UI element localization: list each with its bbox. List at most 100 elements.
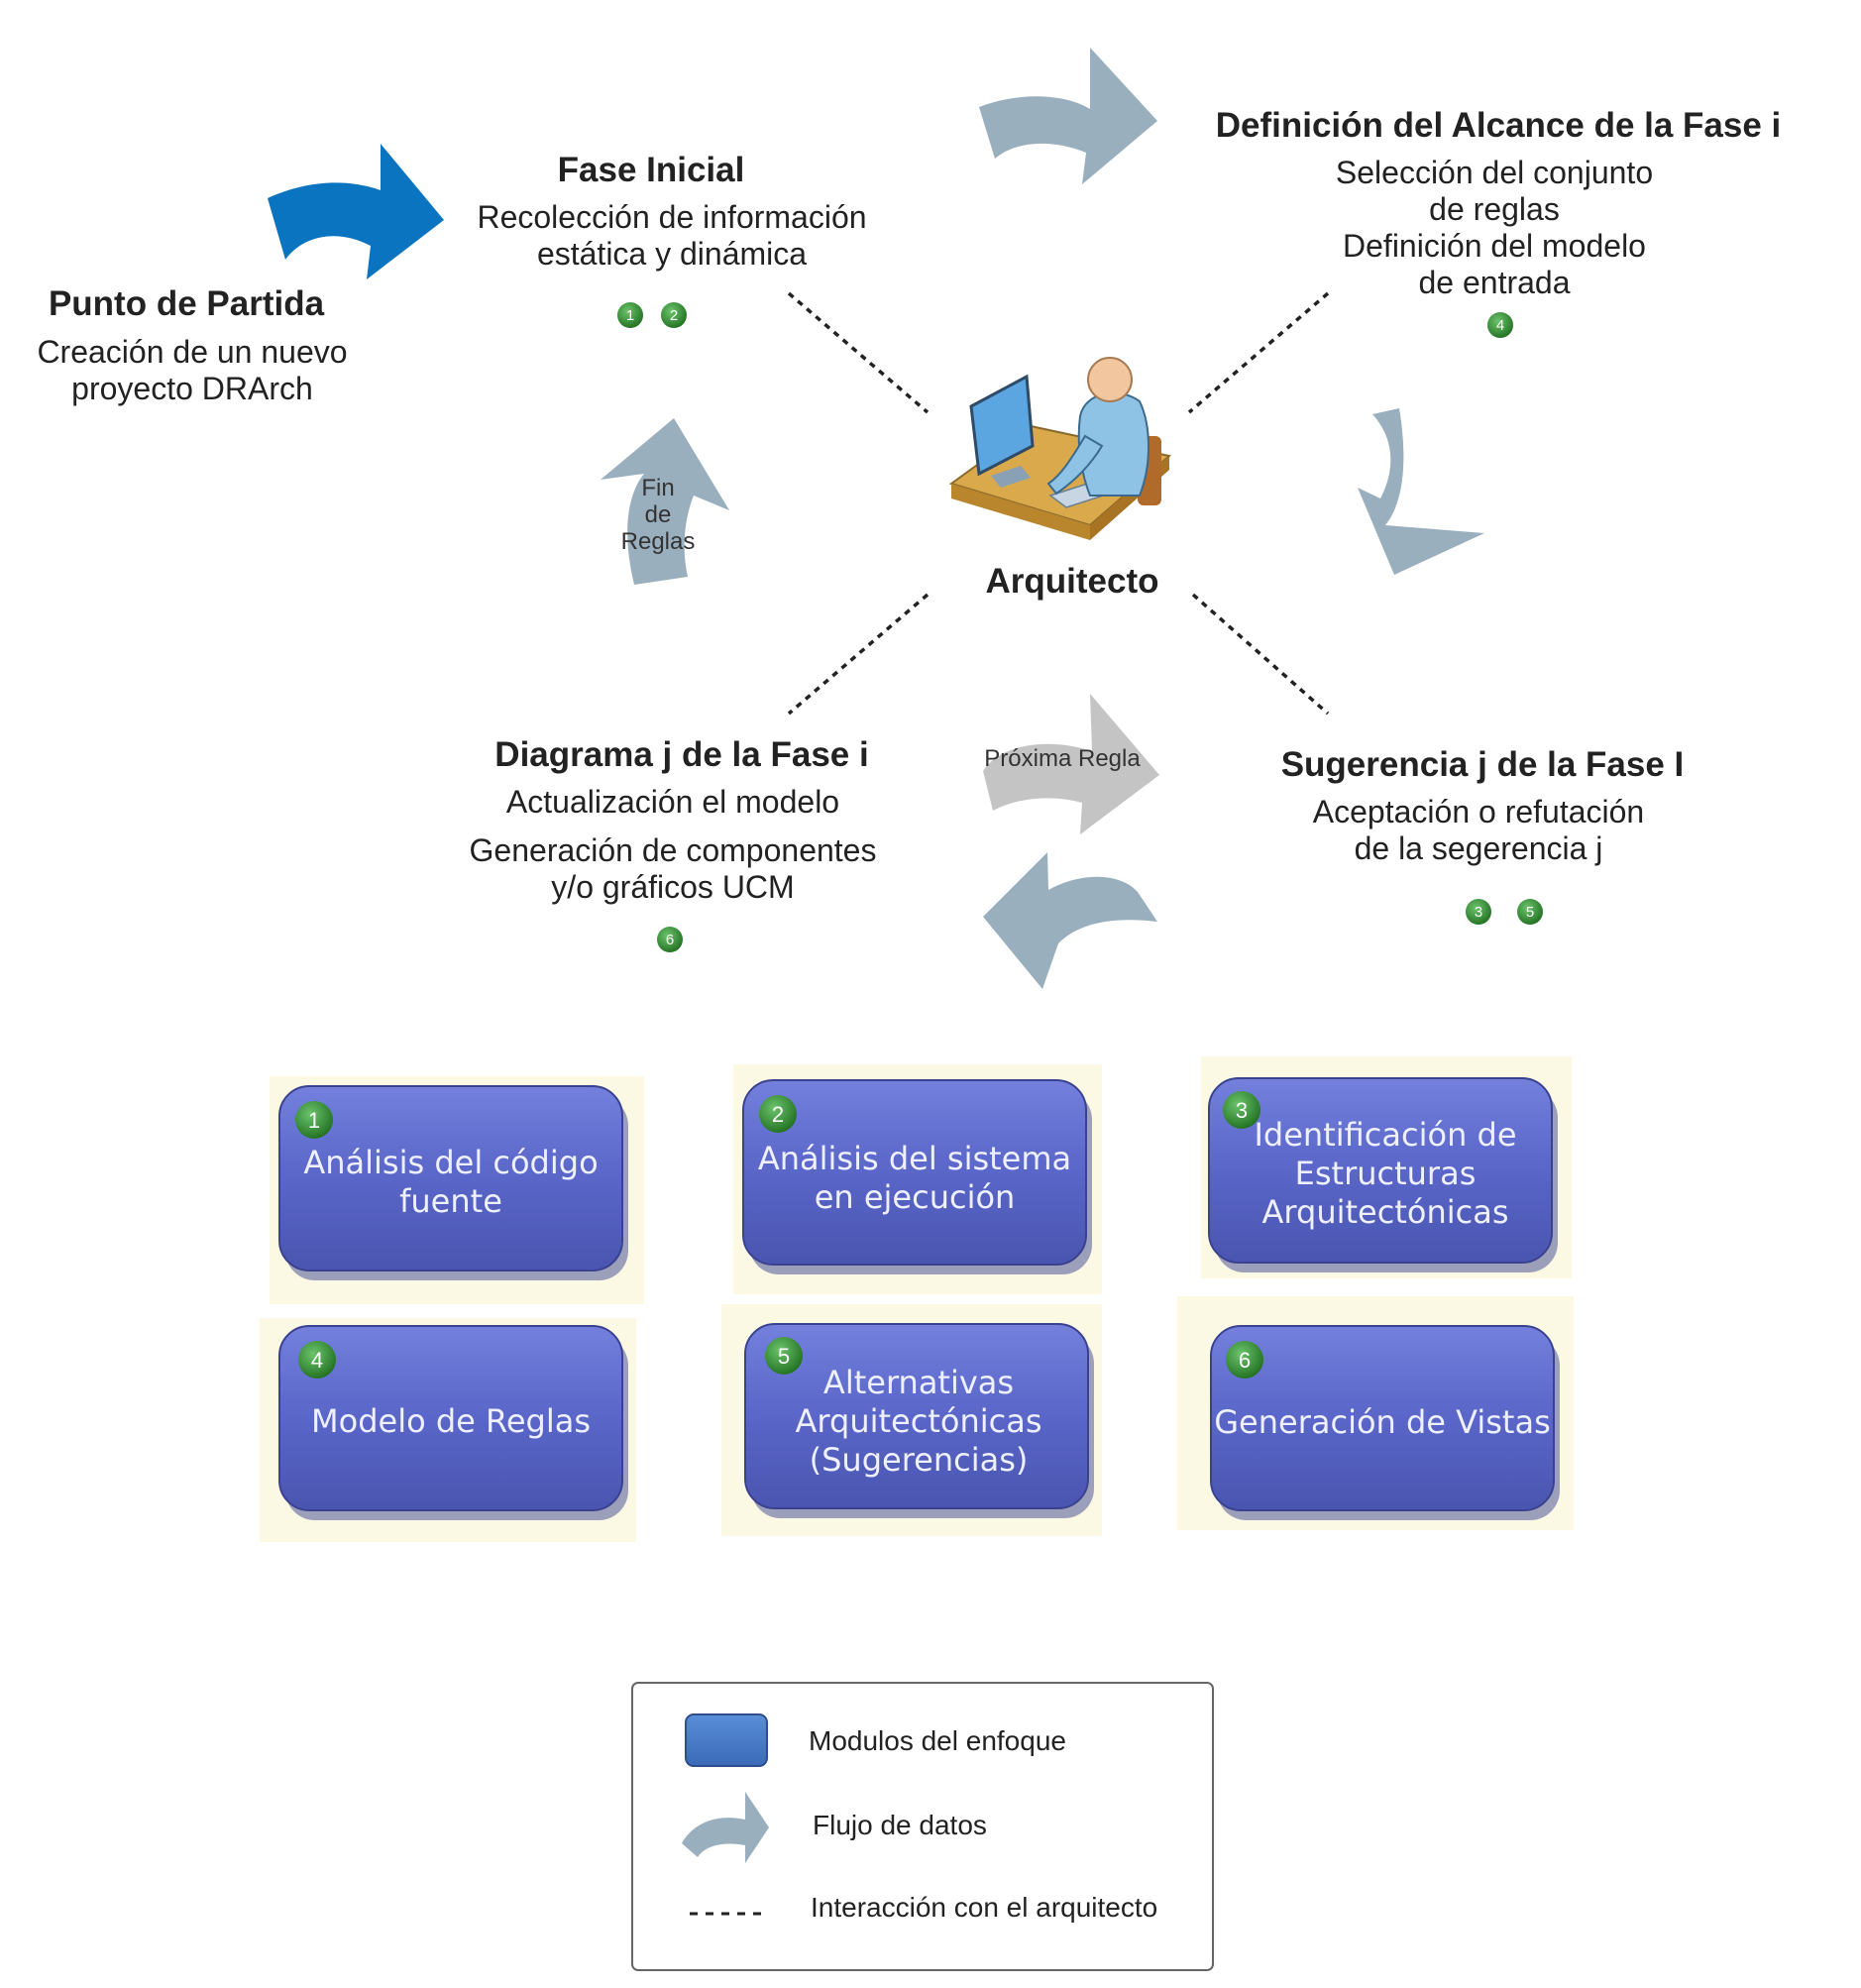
module-icon bbox=[685, 1713, 768, 1767]
phase-diagram-title: Diagrama j de la Fase i bbox=[494, 735, 868, 774]
svg-text:2: 2 bbox=[772, 1102, 784, 1127]
badge: 2 bbox=[661, 302, 687, 328]
dash-line-bottom-left bbox=[787, 593, 930, 716]
module-label: Alternativas bbox=[823, 1364, 1014, 1401]
flow-arrow-bottom bbox=[983, 852, 1157, 989]
monitor-base bbox=[991, 466, 1031, 488]
monitor-screen bbox=[969, 374, 1035, 477]
svg-text:Reglas: Reglas bbox=[621, 528, 696, 555]
module-label: Estructuras bbox=[1295, 1155, 1477, 1192]
start-block: Punto de Partida Creación de un nuevo pr… bbox=[37, 284, 347, 406]
module-5: 5 Alternativas Arquitectónicas (Sugerenc… bbox=[744, 1323, 1094, 1518]
flow-arrow-left-shape bbox=[601, 418, 729, 585]
phase-initial: Fase Inicial Recolección de información … bbox=[477, 151, 867, 328]
module-label: Modelo de Reglas bbox=[311, 1402, 591, 1440]
module-badge bbox=[765, 1337, 803, 1375]
flow-arrow-top-shape bbox=[979, 48, 1157, 184]
module-badge bbox=[759, 1095, 797, 1133]
module-label: (Sugerencias) bbox=[810, 1441, 1029, 1479]
dash-line-bottom-right bbox=[1191, 593, 1330, 716]
svg-text:3: 3 bbox=[1236, 1098, 1248, 1123]
person-arm bbox=[1046, 434, 1104, 496]
svg-text:3: 3 bbox=[1475, 904, 1482, 921]
phase-suggestion-line-1: Aceptación o refutación bbox=[1313, 794, 1644, 829]
architect-label: Arquitecto bbox=[986, 562, 1159, 601]
phase-initial-line-2: estática y dinámica bbox=[537, 236, 807, 272]
module-1: 1 Análisis del código fuente bbox=[278, 1085, 628, 1280]
svg-text:1: 1 bbox=[308, 1108, 320, 1133]
module-label: Análisis del código bbox=[303, 1144, 598, 1181]
module-label: fuente bbox=[399, 1182, 502, 1220]
svg-text:2: 2 bbox=[670, 307, 678, 324]
svg-text:4: 4 bbox=[1496, 317, 1504, 334]
svg-text:5: 5 bbox=[1526, 904, 1534, 921]
flow-arrow-bottom-shape bbox=[983, 852, 1157, 989]
module-3: 3 Identificación de Estructuras Arquitec… bbox=[1208, 1077, 1558, 1272]
phase-scope: Definición del Alcance de la Fase i Sele… bbox=[1216, 106, 1782, 338]
module-label: Análisis del sistema bbox=[758, 1140, 1071, 1177]
legend-label-flow: Flujo de datos bbox=[813, 1810, 987, 1840]
start-arrow-shape bbox=[268, 144, 444, 279]
svg-text:6: 6 bbox=[666, 932, 674, 948]
module-badge bbox=[295, 1101, 333, 1139]
legend: Modulos del enfoque Flujo de datos Inter… bbox=[631, 1682, 1214, 1971]
dash-line-top-left bbox=[787, 291, 930, 414]
module-label: Arquitectónicas bbox=[796, 1402, 1042, 1440]
badge: 1 bbox=[617, 302, 643, 328]
module-label: Arquitectónicas bbox=[1262, 1193, 1509, 1231]
phase-scope-line-2: de reglas bbox=[1429, 191, 1560, 227]
legend-label-interaction: Interacción con el arquitecto bbox=[811, 1892, 1157, 1923]
module-badge bbox=[1223, 1091, 1260, 1129]
next-rule-arrow-shape bbox=[983, 694, 1159, 834]
phase-scope-title: Definición del Alcance de la Fase i bbox=[1216, 106, 1782, 145]
dash-line-top-right bbox=[1187, 291, 1330, 414]
module-4: 4 Modelo de Reglas bbox=[278, 1325, 628, 1520]
architect-icon bbox=[948, 357, 1172, 540]
next-rule-arrow bbox=[983, 694, 1159, 834]
phase-diagram-line-3: y/o gráficos UCM bbox=[551, 869, 794, 905]
phase-scope-line-1: Selección del conjunto bbox=[1336, 155, 1653, 190]
module-badge bbox=[298, 1341, 336, 1379]
badge: 6 bbox=[657, 927, 683, 952]
module-label: Identificación de bbox=[1254, 1116, 1516, 1154]
legend-box bbox=[631, 1682, 1214, 1971]
phase-initial-line-1: Recolección de información bbox=[477, 199, 866, 235]
phase-diagram-line-2: Generación de componentes bbox=[470, 832, 877, 868]
phase-suggestion: Sugerencia j de la Fase I Aceptación o r… bbox=[1281, 745, 1685, 925]
end-rules-label: Fin de Reglas bbox=[621, 475, 696, 555]
svg-text:Fin: Fin bbox=[641, 475, 674, 501]
arrow-icon bbox=[682, 1792, 769, 1863]
phase-diagram-line-1: Actualización el modelo bbox=[506, 784, 839, 820]
svg-text:de: de bbox=[645, 501, 672, 528]
start-line-1: Creación de un nuevo bbox=[37, 334, 347, 370]
flow-arrow-left bbox=[601, 418, 729, 585]
module-6: 6 Generación de Vistas bbox=[1210, 1325, 1560, 1520]
person-head bbox=[1087, 357, 1133, 402]
flow-arrow-right-shape bbox=[1358, 408, 1484, 575]
module-badge bbox=[1226, 1341, 1263, 1379]
badge: 5 bbox=[1517, 899, 1543, 925]
phase-diagram: Diagrama j de la Fase i Actualización el… bbox=[470, 735, 877, 952]
flow-arrow-right bbox=[1358, 408, 1484, 575]
phase-suggestion-line-2: de la segerencia j bbox=[1355, 830, 1603, 866]
phase-scope-line-3: Definición del modelo bbox=[1343, 228, 1646, 264]
phase-scope-line-4: de entrada bbox=[1418, 265, 1570, 300]
svg-text:6: 6 bbox=[1239, 1348, 1251, 1373]
start-line-2: proyecto DRArch bbox=[71, 371, 313, 406]
module-2: 2 Análisis del sistema en ejecución bbox=[742, 1079, 1092, 1274]
start-arrow bbox=[268, 144, 444, 279]
svg-text:4: 4 bbox=[311, 1348, 323, 1373]
desk-front bbox=[951, 484, 1090, 540]
next-rule-label: Próxima Regla bbox=[984, 745, 1141, 772]
phase-initial-title: Fase Inicial bbox=[558, 151, 745, 189]
module-label: Generación de Vistas bbox=[1214, 1403, 1550, 1441]
start-title: Punto de Partida bbox=[49, 284, 325, 323]
phase-suggestion-title: Sugerencia j de la Fase I bbox=[1281, 745, 1685, 784]
flow-arrow-top bbox=[979, 48, 1157, 184]
badge: 4 bbox=[1487, 312, 1513, 338]
svg-text:5: 5 bbox=[778, 1344, 790, 1369]
module-label: en ejecución bbox=[815, 1178, 1016, 1216]
legend-label-modules: Modulos del enfoque bbox=[809, 1725, 1066, 1756]
badge: 3 bbox=[1466, 899, 1491, 925]
svg-text:1: 1 bbox=[626, 307, 634, 324]
